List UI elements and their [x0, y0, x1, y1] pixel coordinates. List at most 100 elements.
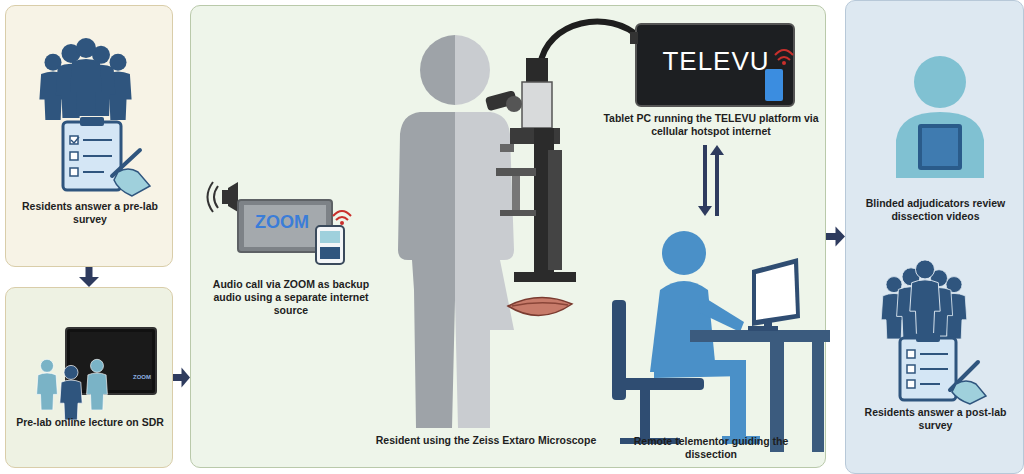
mobile-hotspot: [340, 221, 344, 225]
mobile-hotspot: [316, 211, 351, 264]
telementor-figure: [650, 281, 716, 372]
arrow-head: [79, 277, 99, 287]
desk: [812, 342, 824, 452]
zoom-logo: ZOOM: [255, 212, 309, 233]
microscope: [548, 150, 562, 270]
desk: [770, 342, 784, 452]
mobile-hotspot: [316, 226, 344, 264]
caption-text: Blinded adjudicators review dissection v…: [856, 197, 1015, 223]
caption-text: Resident using the Zeiss Extaro Microsco…: [351, 434, 621, 447]
survey-clipboard-icon: [920, 354, 948, 384]
arrow-head: [710, 145, 724, 155]
audience-icon: [87, 359, 108, 410]
survey-clipboard-icon: [70, 136, 78, 144]
audience-icon: [37, 359, 58, 410]
speaker-icon: [208, 182, 239, 212]
arrow-shaft: [703, 145, 707, 207]
microscope: [500, 144, 514, 152]
desk: [752, 258, 800, 326]
resident-figure: [398, 35, 514, 428]
microscope: [522, 82, 552, 128]
logo-text: TELEVU: [637, 47, 795, 76]
microscope: [526, 58, 548, 82]
arrow-shaft: [173, 374, 183, 381]
adjudicator-icon: [896, 112, 984, 178]
hotspot-phone: [764, 50, 793, 102]
resident-figure: [398, 112, 455, 428]
microscope: [506, 96, 522, 112]
speaker-icon: [208, 182, 219, 212]
tissue-specimen: [508, 297, 572, 315]
desk: [690, 330, 830, 342]
zoom-logo: ZOOM: [133, 374, 151, 380]
writing-hand-icon: [950, 362, 986, 404]
tissue-specimen: [508, 297, 572, 315]
survey-clipboard-icon: [907, 350, 915, 358]
caption-text: Pre-lab online lecture on SDR: [12, 416, 168, 429]
zoom-tablet: [244, 205, 326, 247]
microscope: [496, 168, 536, 176]
tissue-specimen: [512, 303, 568, 306]
arrow-shaft: [826, 233, 837, 240]
survey-clipboard-icon: [63, 122, 121, 190]
microscope: [514, 272, 576, 282]
telementor-figure: [722, 436, 760, 444]
telementor-figure: [698, 296, 744, 332]
telementor-figure: [662, 231, 706, 275]
resident-figure: [455, 35, 490, 105]
speaker-icon: [222, 190, 229, 204]
mobile-hotspot: [320, 231, 340, 243]
flow-arrow: [173, 368, 190, 388]
microscope: [540, 22, 640, 66]
resident-group-icon: [70, 38, 102, 116]
resident-figure: [455, 112, 514, 428]
writing-hand-icon: [112, 150, 150, 196]
survey-clipboard-icon: [907, 365, 915, 373]
audience-icon: [60, 365, 82, 420]
caption-text: Residents answer a post-lab survey: [856, 406, 1015, 432]
survey-clipboard-icon: [83, 140, 112, 172]
microscope: [512, 176, 520, 210]
hotspot-phone: [775, 50, 793, 60]
telementor-figure: [730, 366, 746, 436]
desk: [756, 264, 796, 320]
survey-clipboard-icon: [71, 137, 79, 143]
arrow-shaft: [715, 154, 719, 216]
adjudicator-icon: [896, 56, 984, 178]
writing-hand-icon: [952, 381, 986, 404]
flow-arrow: [826, 227, 845, 247]
caption-text: Remote telementor guiding the dissection: [611, 435, 811, 461]
desk: [748, 326, 778, 331]
mobile-hotspot: [320, 247, 340, 259]
survey-clipboard-icon: [70, 152, 78, 160]
resident-group-icon: [910, 260, 940, 334]
resident-group-icon: [39, 38, 131, 120]
survey-clipboard-icon: [907, 380, 915, 388]
telementor-figure: [612, 378, 704, 390]
mobile-hotspot: [333, 211, 351, 220]
adjudicator-icon: [914, 56, 966, 108]
resident-figure: [420, 35, 455, 105]
arrow-head: [698, 206, 712, 216]
telementor-figure: [620, 438, 680, 444]
hotspot-phone: [764, 68, 784, 102]
lecture-monitor: [70, 332, 152, 390]
writing-hand-icon: [114, 169, 150, 196]
microscope: [500, 210, 536, 216]
adjudicator-icon: [918, 124, 962, 170]
desk: [690, 258, 830, 452]
survey-clipboard-icon: [900, 333, 956, 400]
tablet-pc: [630, 32, 638, 44]
caption-text: Tablet PC running the TELEVU platform vi…: [599, 112, 823, 138]
flow-arrow: [710, 145, 724, 216]
audience-icon: [60, 365, 82, 420]
caption-text: Audio call via ZOOM as backup audio usin…: [201, 278, 381, 317]
microscope: [485, 22, 640, 282]
survey-clipboard-icon: [63, 117, 121, 190]
arrow-head: [836, 227, 846, 247]
survey-clipboard-icon: [916, 333, 940, 342]
telementor-figure: [640, 390, 650, 442]
adjudicator-icon: [922, 128, 958, 166]
flow-arrow: [698, 145, 712, 216]
